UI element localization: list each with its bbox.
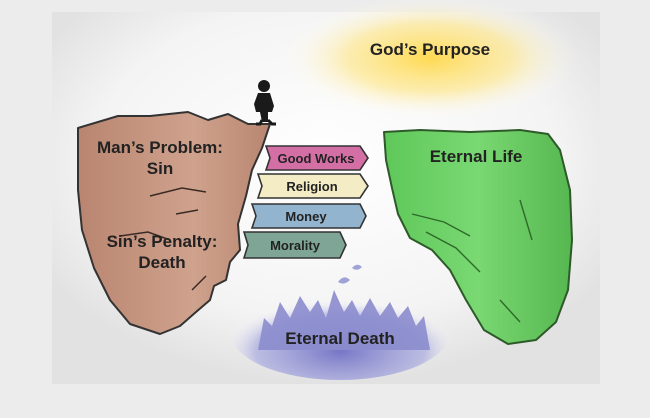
penalty-label-line1: Sin’s Penalty:: [107, 232, 218, 251]
abyss-label: Eternal Death: [285, 329, 395, 348]
svg-text:Morality: Morality: [270, 238, 321, 253]
plank-religion: Religion: [256, 173, 369, 199]
plank-good-works: Good Works: [264, 145, 369, 171]
plank-morality: Morality: [242, 231, 347, 259]
svg-text:Religion: Religion: [286, 179, 337, 194]
problem-label-line1: Man’s Problem:: [97, 138, 223, 157]
person-silhouette-icon: [254, 80, 276, 126]
abyss-wisps: [338, 264, 362, 284]
eternal-life-label: Eternal Life: [430, 147, 523, 166]
right-cliff: [383, 129, 573, 345]
right-cliff-cracks: [411, 199, 533, 323]
svg-text:Good Works: Good Works: [277, 151, 354, 166]
abyss-flames: [258, 290, 430, 350]
left-cliff: [77, 111, 271, 335]
plank-money: Money: [250, 203, 367, 229]
left-cliff-cracks: [119, 187, 207, 291]
problem-label-line2: Sin: [147, 159, 173, 178]
purpose-glow: [280, 0, 580, 120]
purpose-label: God’s Purpose: [370, 40, 490, 59]
svg-text:Money: Money: [285, 209, 327, 224]
penalty-label-line2: Death: [138, 253, 185, 272]
